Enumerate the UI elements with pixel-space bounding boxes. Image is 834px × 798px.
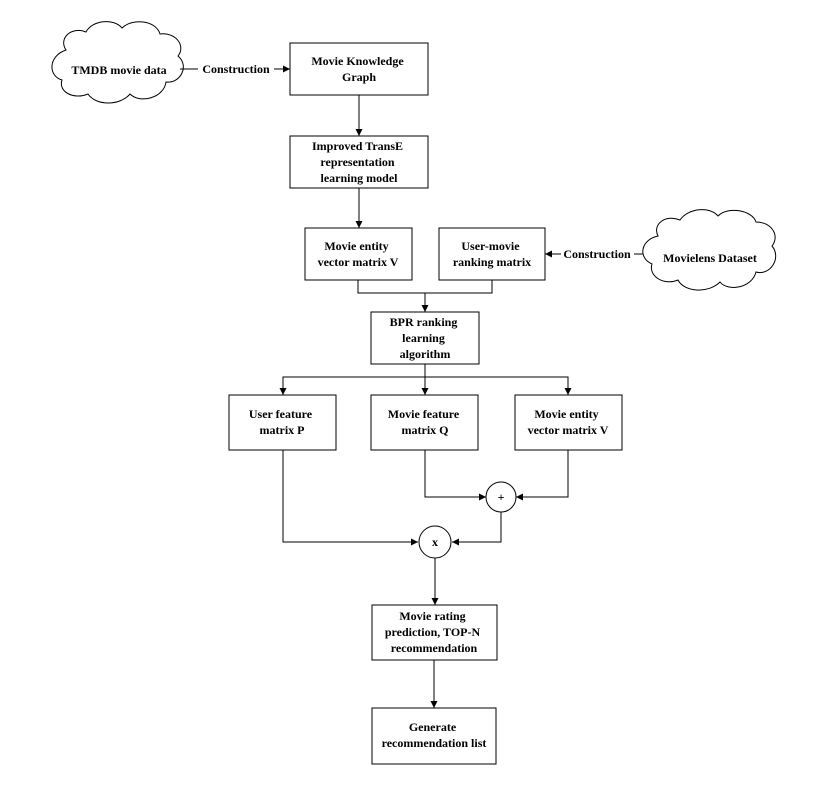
generate-list-node: Generate recommendation list (371, 707, 497, 765)
plus-to-times-arrow (452, 512, 502, 546)
entity-matrix-bottom-line-1: Movie entity (534, 407, 598, 421)
rating-prediction-line-3: recommendation (391, 641, 478, 655)
entity-matrix-top-node: Movie entity vector matrix V (304, 227, 413, 281)
svg-text:Generate recommendation: Generate recommendation list (382, 720, 487, 750)
user-feature-line-1: User feature (249, 407, 313, 421)
movielens-cloud: Movielens Dataset (642, 209, 777, 291)
svg-text:Movie Knowledge Graph: Movie Knowledge Graph (311, 54, 406, 84)
p-to-times-arrow (282, 450, 418, 546)
entity-matrix-bottom-node: Movie entity vector matrix V (514, 394, 623, 451)
bpr-node: BPR ranking learning algorithm (370, 311, 480, 365)
entity-matrix-bottom-line-2: vector matrix V (528, 423, 609, 437)
construction-label-right: Construction (563, 247, 631, 261)
bpr-line-1: BPR ranking (390, 315, 458, 329)
svg-text:Improved TransE represen: Improved TransE representation learning … (312, 139, 406, 185)
knowledge-graph-line-1: Movie Knowledge (311, 54, 404, 68)
bpr-line-2: learning (402, 331, 445, 345)
entity-matrix-top-line-2: vector matrix V (318, 255, 399, 269)
times-operator: x (418, 525, 452, 559)
generate-list-line-1: Generate (409, 720, 457, 734)
tmdb-label: TMDB movie data (71, 63, 166, 77)
movie-feature-line-1: Movie feature (388, 407, 460, 421)
svg-text:BPR ranking learning: BPR ranking learning algorithm (390, 315, 461, 361)
v-to-plus-arrow (516, 450, 569, 501)
rating-prediction-line-2: prediction, TOP-N (385, 625, 481, 639)
entity-matrix-top-line-1: Movie entity (324, 239, 388, 253)
svg-text:Movie feature matrix Q: Movie feature matrix Q (388, 407, 462, 437)
times-symbol: x (432, 535, 438, 549)
rating-prediction-line-1: Movie rating (399, 609, 465, 623)
user-movie-matrix-node: User-movie ranking matrix (438, 227, 546, 281)
plus-symbol: + (498, 490, 505, 504)
movie-feature-line-2: matrix Q (402, 423, 449, 437)
svg-text:User-movie ranking matri: User-movie ranking matrix (453, 239, 531, 269)
movie-feature-node: Movie feature matrix Q (370, 394, 479, 451)
generate-list-line-2: recommendation list (382, 736, 487, 750)
svg-text:Movie entity vector matr: Movie entity vector matrix V (318, 239, 399, 269)
bpr-line-3: algorithm (400, 347, 451, 361)
tmdb-cloud: TMDB movie data (51, 21, 184, 104)
svg-text:User feature matrix P: User feature matrix P (249, 407, 315, 437)
plus-operator: + (485, 481, 517, 513)
construction-label-left: Construction (202, 62, 270, 76)
knowledge-graph-line-2: Graph (342, 70, 376, 84)
svg-text:Movie entity vector matr: Movie entity vector matrix V (528, 407, 609, 437)
user-feature-line-2: matrix P (260, 423, 305, 437)
user-movie-matrix-line-2: ranking matrix (453, 255, 531, 269)
user-movie-matrix-line-1: User-movie (461, 239, 520, 253)
rating-prediction-node: Movie rating prediction, TOP-N recommend… (371, 604, 498, 661)
merge-connector (357, 280, 493, 294)
q-to-plus-arrow (424, 450, 486, 501)
transe-line-2: representation (320, 155, 395, 169)
transe-line-1: Improved TransE (312, 139, 403, 153)
transe-node: Improved TransE representation learning … (289, 135, 429, 189)
transe-line-3: learning model (321, 171, 399, 185)
svg-text:Movie rating prediction,: Movie rating prediction, TOP-N recommend… (385, 609, 483, 655)
movielens-label: Movielens Dataset (663, 251, 757, 265)
user-feature-node: User feature matrix P (228, 394, 337, 451)
knowledge-graph-node: Movie Knowledge Graph (289, 42, 429, 96)
